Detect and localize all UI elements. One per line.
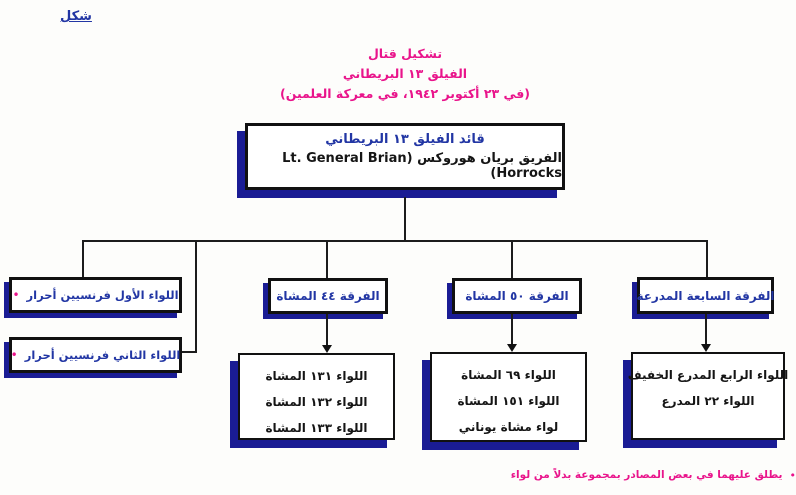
unit-item: اللواء ١٣٣ المشاة (265, 421, 368, 435)
node-french-brigade-1: اللواء الأول فرنسيين أحرار • (9, 277, 182, 313)
arrow-down-icon (322, 345, 332, 353)
chart-title-line2: الفيلق ١٣ البريطاني (342, 66, 468, 81)
node-division-7-armoured: الفرقة السابعة المدرعة (636, 277, 775, 314)
node-division-44: الفرقة ٤٤ المشاة (268, 278, 388, 314)
unit-item: اللواء ١٥١ المشاة (457, 394, 560, 408)
unit-item: اللواء ١٣١ المشاة (265, 369, 368, 383)
unit-item: اللواء الرابع المدرع الخفيف (627, 368, 789, 382)
unit-item: اللواء ٢٢ المدرع (661, 394, 755, 408)
node-units-division-44: اللواء ١٣١ المشاة اللواء ١٣٢ المشاة اللو… (238, 353, 395, 440)
node-units-division-50: اللواء ٦٩ المشاة اللواء ١٥١ المشاة لواء … (430, 352, 587, 442)
node-french-brigade-2: اللواء الثاني فرنسيين أحرار • (9, 337, 182, 373)
unit-item: اللواء ١٣٢ المشاة (265, 395, 368, 409)
connector-drop-div7 (706, 240, 708, 277)
division-44-label: الفرقة ٤٤ المشاة (276, 289, 380, 303)
connector-root-vertical (404, 197, 406, 242)
footnote-marker-bullet: • (10, 348, 18, 362)
unit-item: لواء مشاة يوناني (458, 420, 559, 434)
connector-div44-units (326, 314, 328, 346)
node-corps-commander: قائد الفيلق ١٣ البريطاني الفريق بريان هو… (245, 123, 565, 190)
connector-drop-french1 (82, 240, 84, 277)
french-brigade-2-label: اللواء الثاني فرنسيين أحرار (24, 348, 181, 362)
footnote: • يطلق عليهما في بعض المصادر بمجموعة بدل… (511, 468, 796, 482)
chart-title-line1: تشكيل قتال (367, 46, 443, 61)
division-7-label: الفرقة السابعة المدرعة (636, 288, 775, 303)
corps-commander-name: الفريق بريان هوروكس (Lt. General Brian H… (282, 151, 562, 181)
division-50-label: الفرقة ٥٠ المشاة (465, 289, 569, 303)
figure-label: شكل (60, 9, 92, 24)
connector-drop-div50 (511, 240, 513, 278)
connector-div7-units (705, 314, 707, 345)
connector-div50-units (511, 314, 513, 345)
unit-item: اللواء ٦٩ المشاة (461, 368, 556, 382)
french-brigade-1-label: اللواء الأول فرنسيين أحرار (26, 288, 179, 302)
connector-drop-french2-elbow (182, 351, 197, 353)
arrow-down-icon (701, 344, 711, 352)
node-division-50: الفرقة ٥٠ المشاة (452, 278, 582, 314)
connector-horizontal-bus (82, 240, 708, 242)
node-units-division-7: اللواء الرابع المدرع الخفيف اللواء ٢٢ ال… (628, 352, 788, 440)
corps-commander-title: قائد الفيلق ١٣ البريطاني (325, 132, 485, 147)
chart-title-line3: (في ٢٣ أكتوبر ١٩٤٢، في معركة العلمين) (279, 86, 530, 101)
connector-drop-french2-vertical (195, 240, 197, 353)
footnote-marker-bullet: • (12, 288, 20, 302)
arrow-down-icon (507, 344, 517, 352)
footnote-text: يطلق عليهما في بعض المصادر بمجموعة بدلاً… (510, 469, 783, 481)
footnote-bullet-icon: • (789, 468, 796, 482)
chart-title: تشكيل قتال الفيلق ١٣ البريطاني (في ٢٣ أك… (255, 44, 555, 104)
connector-drop-div44 (326, 240, 328, 278)
